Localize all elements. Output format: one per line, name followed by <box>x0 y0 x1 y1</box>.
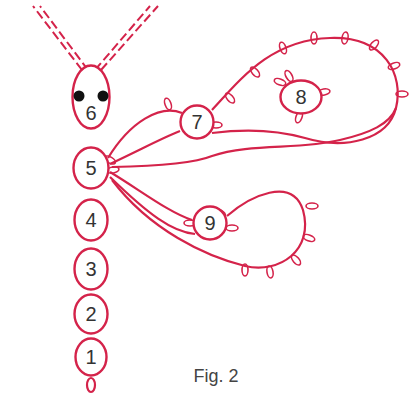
ring: 9 <box>192 205 228 241</box>
ring-number: 4 <box>85 210 96 230</box>
ring: 3 <box>73 247 109 291</box>
ring: 5 <box>72 146 110 190</box>
ring: 2 <box>73 293 109 335</box>
ring: 7 <box>179 104 215 140</box>
ring-number: 6 <box>85 103 96 123</box>
ring: 8 <box>279 79 323 115</box>
ring: 6 <box>71 64 111 130</box>
ring-number: 5 <box>85 158 96 178</box>
figure-caption: Fig. 2 <box>193 366 238 387</box>
ring-number: 2 <box>85 304 96 324</box>
ring: 4 <box>73 198 109 242</box>
ring-number: 8 <box>295 87 306 107</box>
ring: 1 <box>74 337 108 377</box>
ring-number: 3 <box>85 259 96 279</box>
ring-number: 9 <box>204 213 215 233</box>
ring-number: 1 <box>85 347 96 367</box>
ring-number: 7 <box>191 112 202 132</box>
